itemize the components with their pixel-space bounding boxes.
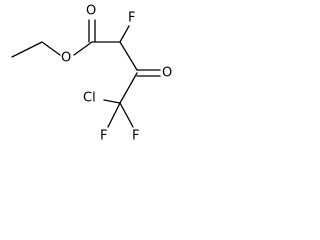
ketone-c-cf2cl-bond	[119, 72, 138, 104]
atom-f-left: F	[100, 129, 107, 144]
atom-o-ester: O	[61, 51, 71, 66]
atom-f-right: F	[132, 129, 139, 144]
ester-c-o-bond	[73, 41, 93, 56]
atom-o-carbonyl: O	[86, 4, 96, 19]
atom-o-ketone: O	[162, 66, 172, 81]
atom-f-alpha: F	[128, 11, 135, 26]
atom-cl: Cl	[83, 91, 96, 106]
c-f-right-bond	[119, 102, 134, 128]
ethyl-ch2-ch3-bond	[11, 41, 43, 58]
c-f-left-bond	[107, 102, 121, 128]
structure-diagram: O O F O Cl F F	[11, 4, 172, 144]
alpha-c-ketone-c-bond	[119, 41, 138, 71]
ester-o-ch2-bond	[41, 41, 61, 56]
alpha-c-f-bond	[119, 25, 130, 43]
c-cl-bond	[103, 99, 121, 104]
